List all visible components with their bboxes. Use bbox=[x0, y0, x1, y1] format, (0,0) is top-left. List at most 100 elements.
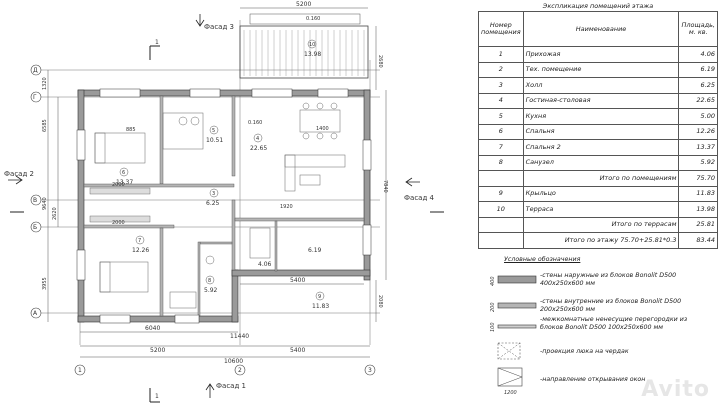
window-opening-symbol: 1200 bbox=[497, 367, 523, 396]
svg-text:13.98: 13.98 bbox=[304, 51, 321, 58]
svg-text:В: В bbox=[33, 197, 37, 204]
svg-text:Фасад 3: Фасад 3 bbox=[204, 23, 234, 31]
svg-text:9: 9 bbox=[318, 294, 321, 300]
svg-text:8: 8 bbox=[208, 278, 211, 284]
section-1-top: 1 bbox=[155, 39, 159, 46]
closets bbox=[89, 187, 151, 223]
svg-text:2000: 2000 bbox=[112, 182, 125, 188]
attic-hatch-symbol bbox=[497, 342, 521, 360]
legend-item-window-opening: 1200 bbox=[484, 366, 538, 398]
room-label-3: 3 6.25 bbox=[206, 188, 220, 207]
legend-text-partition: -межкомнатные ненесущие перегородки из б… bbox=[540, 316, 688, 331]
level-mark-terrace: 0.160 bbox=[306, 16, 320, 22]
svg-text:3: 3 bbox=[212, 191, 215, 197]
svg-text:4.06: 4.06 bbox=[258, 261, 272, 268]
svg-text:6040: 6040 bbox=[145, 325, 160, 332]
dimension-texts: 5200 2680 9640 3955 6585 1320 2620 7840 … bbox=[42, 1, 388, 365]
svg-text:6.25: 6.25 bbox=[206, 200, 220, 207]
room-label-4: 4 22.65 bbox=[250, 133, 267, 152]
svg-text:5400: 5400 bbox=[290, 347, 305, 354]
svg-text:100: 100 bbox=[490, 322, 496, 332]
legend-item-partition: 100 bbox=[484, 316, 538, 340]
svg-text:5.92: 5.92 bbox=[204, 287, 218, 294]
section-marks bbox=[10, 45, 444, 403]
svg-text:1920: 1920 bbox=[280, 204, 293, 210]
legend-item-hatch bbox=[484, 340, 538, 364]
legend-text-outer-wall: -стены наружные из блоков Bonolit D500 4… bbox=[540, 272, 677, 287]
legend-text-window-opening: -направление открывания окон bbox=[540, 376, 646, 383]
facade-labels: Фасад 3 Фасад 2 Фасад 4 Фасад 1 bbox=[4, 14, 435, 398]
inner-walls bbox=[83, 95, 365, 317]
legend-item-inner-wall: 200 bbox=[484, 296, 538, 318]
legend-title: Условные обозначения bbox=[504, 256, 581, 263]
svg-text:Фасад 2: Фасад 2 bbox=[4, 170, 34, 178]
svg-text:1: 1 bbox=[78, 367, 82, 374]
axis-markers: Д Г В Б А 1 2 3 bbox=[30, 64, 376, 376]
room-label-10: 10 13.98 bbox=[304, 39, 321, 58]
legend-item-outer-wall: 400 bbox=[484, 270, 538, 292]
svg-text:6: 6 bbox=[122, 170, 125, 176]
svg-text:12.26: 12.26 bbox=[132, 247, 149, 254]
svg-text:2680: 2680 bbox=[377, 55, 383, 68]
svg-text:2000: 2000 bbox=[112, 220, 125, 226]
partition-symbol: 100 bbox=[490, 322, 537, 332]
svg-text:5200: 5200 bbox=[296, 1, 311, 8]
legend-area: Экспликация помещений этажа Номер помеще… bbox=[470, 0, 720, 408]
svg-text:5400: 5400 bbox=[290, 277, 305, 284]
col-header-name: Наименование bbox=[522, 11, 680, 47]
svg-text:6.19: 6.19 bbox=[308, 247, 322, 254]
svg-text:Фасад 1: Фасад 1 bbox=[216, 382, 246, 390]
svg-text:11.83: 11.83 bbox=[312, 303, 329, 310]
svg-text:3955: 3955 bbox=[42, 277, 48, 290]
legend-text-hatch: -проекция люка на чердак bbox=[540, 348, 629, 355]
svg-text:2080: 2080 bbox=[377, 295, 383, 308]
svg-text:Б: Б bbox=[33, 224, 37, 231]
svg-text:1400: 1400 bbox=[316, 126, 329, 132]
level-mark: 0.160 bbox=[248, 120, 262, 126]
room-labels: 4.06 6.19 3 6.25 4 22.65 5 10.51 6 13.37… bbox=[116, 16, 329, 310]
svg-text:А: А bbox=[33, 310, 38, 317]
windows bbox=[76, 88, 372, 324]
svg-text:2: 2 bbox=[238, 367, 242, 374]
svg-text:Фасад 4: Фасад 4 bbox=[404, 194, 435, 202]
avito-watermark: Avito bbox=[641, 377, 710, 402]
furniture bbox=[94, 102, 346, 309]
svg-text:1200: 1200 bbox=[504, 390, 517, 396]
section-1-bottom: 1 bbox=[155, 393, 159, 400]
inner-wall-symbol: 200 bbox=[490, 302, 537, 312]
floor-plan: 4.06 6.19 3 6.25 4 22.65 5 10.51 6 13.37… bbox=[4, 1, 444, 403]
svg-text:1320: 1320 bbox=[42, 77, 48, 90]
svg-text:6585: 6585 bbox=[42, 119, 48, 132]
col-header-area: Площадь, м. кв. bbox=[678, 11, 718, 47]
svg-text:13.37: 13.37 bbox=[116, 179, 133, 186]
svg-text:10: 10 bbox=[309, 42, 315, 48]
svg-text:Г: Г bbox=[33, 94, 37, 101]
dimension-lines bbox=[47, 7, 387, 358]
explication-table: Экспликация помещений этажа Номер помеще… bbox=[478, 2, 718, 249]
outer-wall-symbol: 400 bbox=[490, 275, 537, 286]
room-label-2: 6.19 bbox=[308, 247, 322, 254]
svg-text:5200: 5200 bbox=[150, 347, 165, 354]
room-label-1: 4.06 bbox=[258, 261, 272, 268]
room-label-5: 5 10.51 bbox=[206, 125, 223, 144]
terrace bbox=[239, 13, 369, 79]
room-label-8: 8 5.92 bbox=[204, 275, 218, 294]
outer-walls bbox=[77, 89, 371, 323]
svg-text:3: 3 bbox=[368, 367, 372, 374]
svg-text:7: 7 bbox=[138, 238, 141, 244]
svg-text:10.51: 10.51 bbox=[206, 137, 223, 144]
svg-text:9640: 9640 bbox=[42, 197, 48, 210]
svg-text:11440: 11440 bbox=[230, 333, 249, 340]
svg-text:10600: 10600 bbox=[224, 358, 243, 365]
svg-text:22.65: 22.65 bbox=[250, 145, 267, 152]
